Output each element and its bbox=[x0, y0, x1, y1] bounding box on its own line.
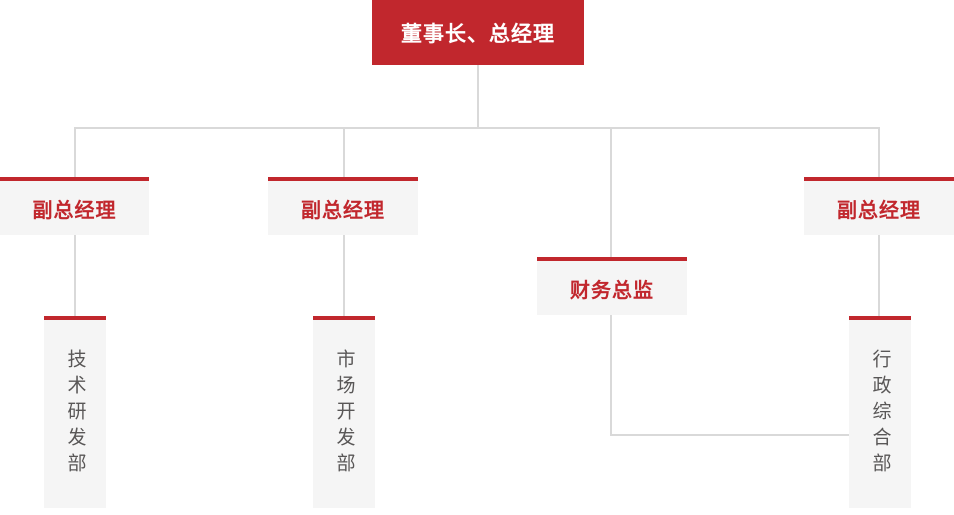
org-node-tech-rd-dept: 技术研发部 bbox=[44, 316, 106, 508]
org-node-label: 财务总监 bbox=[570, 279, 654, 302]
org-node-label: 副总经理 bbox=[837, 199, 921, 222]
connector-drop-vp1 bbox=[74, 127, 76, 178]
connector-finance-elbow-vertical bbox=[610, 315, 612, 436]
connector-vp3-to-admin-dept bbox=[878, 235, 880, 316]
org-node-deputy-gm-3: 副总经理 bbox=[804, 177, 954, 235]
connector-root-stub bbox=[477, 65, 479, 127]
org-node-label: 市场开发部 bbox=[333, 349, 355, 479]
org-node-market-dev-dept: 市场开发部 bbox=[313, 316, 375, 508]
org-node-label: 董事长、总经理 bbox=[401, 22, 555, 46]
connector-drop-vp2 bbox=[343, 127, 345, 178]
org-node-finance-director: 财务总监 bbox=[537, 257, 687, 315]
connector-vp1-to-tech-dept bbox=[74, 235, 76, 316]
connector-drop-finance-director bbox=[610, 127, 612, 258]
org-node-admin-general-dept: 行政综合部 bbox=[849, 316, 911, 508]
org-node-label: 副总经理 bbox=[301, 199, 385, 222]
connector-drop-vp3 bbox=[878, 127, 880, 178]
org-node-label: 副总经理 bbox=[32, 199, 117, 222]
connector-finance-elbow-horizontal bbox=[610, 434, 849, 436]
connector-main-horizontal bbox=[74, 127, 880, 129]
org-node-deputy-gm-1: 副总经理 bbox=[0, 177, 149, 235]
org-node-label: 技术研发部 bbox=[64, 349, 86, 479]
org-node-chairman-general-manager: 董事长、总经理 bbox=[372, 0, 584, 65]
org-node-label: 行政综合部 bbox=[869, 349, 891, 479]
connector-vp2-to-market-dept bbox=[343, 235, 345, 316]
org-node-deputy-gm-2: 副总经理 bbox=[268, 177, 418, 235]
